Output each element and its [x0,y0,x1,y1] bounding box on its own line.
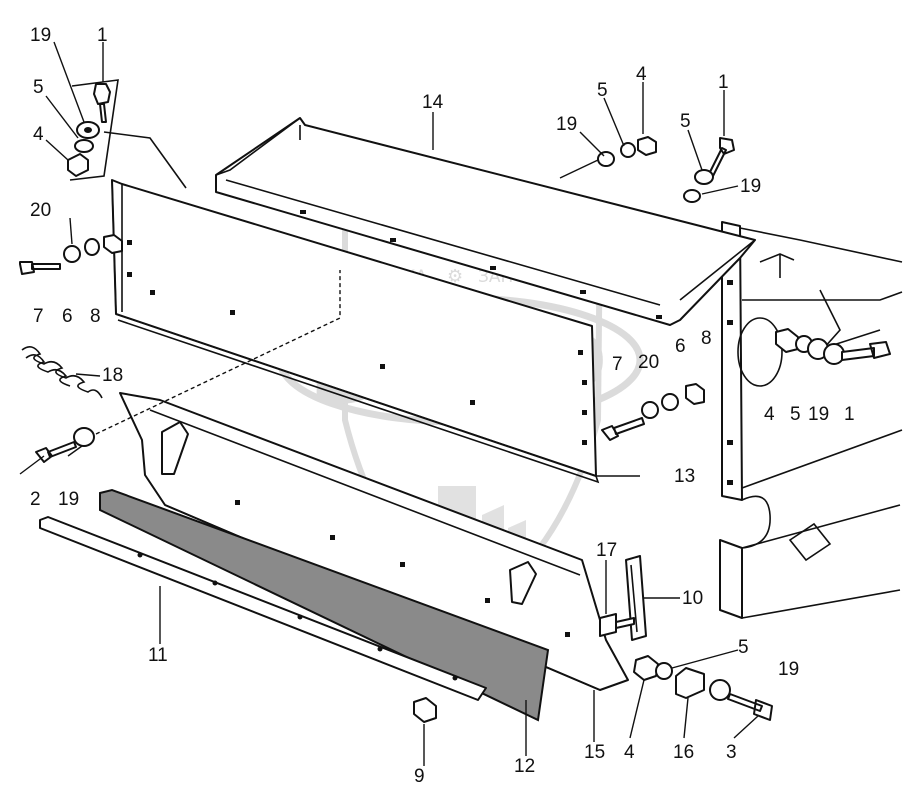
callout-label: 5 [33,77,44,98]
part-12-felt-strip [99,488,550,722]
callout-label: 6 [62,306,73,327]
callout-label: 18 [102,365,123,386]
callout-label: 20 [638,352,659,373]
callout-label: 7 [612,354,623,375]
bolt-1-topleft [93,83,111,123]
callout-label: 19 [30,25,51,46]
callout-label: 7 [33,306,44,327]
callout-label: 15 [584,742,605,763]
fasteners [19,79,891,723]
part-14-top-cover [215,117,756,326]
callout-label: 19 [808,404,829,425]
callout-label: 19 [740,176,761,197]
callout-label: 1 [844,404,855,425]
callout-label: 2 [30,489,41,510]
callout-label: 19 [556,114,577,135]
callout-label: 6 [675,336,686,357]
callout-labels: 19 1 5 4 14 19 5 4 1 5 19 20 7 6 8 18 7 … [30,25,855,787]
side-frame [719,221,903,619]
callout-label: 4 [624,742,635,763]
callout-label: 20 [30,200,51,221]
callout-label: 4 [33,124,44,145]
callout-label: 8 [90,306,101,327]
callout-label: 3 [726,742,737,763]
part-15-lower-guard [119,392,629,691]
callout-label: 1 [718,72,729,93]
callout-label: 4 [636,64,647,85]
callout-label: 12 [514,756,535,777]
callout-label: 11 [148,645,168,666]
callout-label: 1 [97,25,108,46]
callout-label: 17 [596,540,617,561]
callout-label: 9 [414,766,425,787]
callout-label: 13 [674,466,695,487]
callout-label: 5 [597,80,608,101]
spring-18 [21,346,103,399]
part-11-clamp-bar [39,516,487,701]
watermark-gear-icon: ⚙ [447,266,463,287]
callout-label: 4 [764,404,775,425]
callout-label: 19 [778,659,799,680]
callout-label: 5 [680,111,691,132]
callout-label: 10 [682,588,703,609]
callout-label: 19 [58,489,79,510]
callout-label: 5 [738,637,749,658]
leader-lines [19,41,759,766]
part-10-vertical-bar [625,555,647,641]
callout-label: 5 [790,404,801,425]
callout-label: 16 [673,742,694,763]
callout-label: 8 [701,328,712,349]
callout-label: 14 [422,92,444,113]
